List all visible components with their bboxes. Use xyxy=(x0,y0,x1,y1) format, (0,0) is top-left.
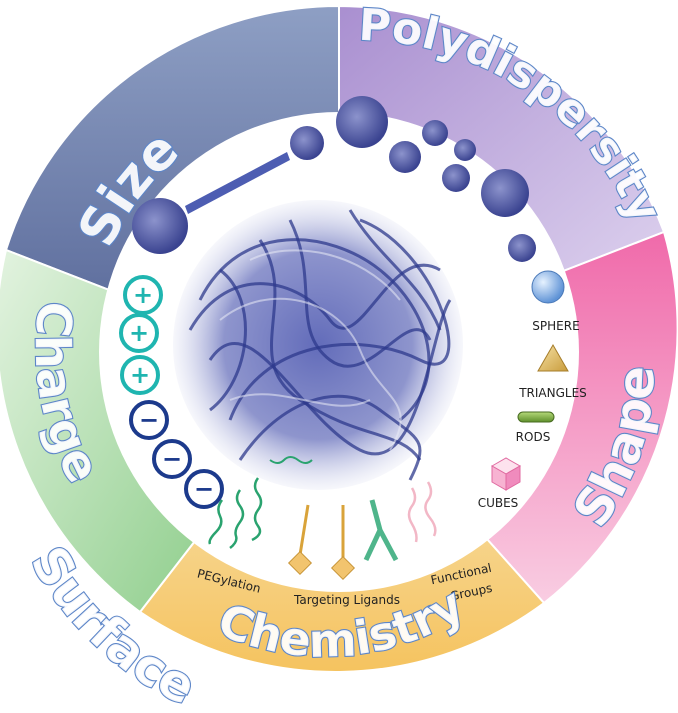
svg-text:+: + xyxy=(129,319,149,347)
sphere-shape xyxy=(531,270,565,304)
sphere-label: SPHERE xyxy=(532,319,579,333)
shape-illustration: SPHERE TRIANGLES RODS CUBES xyxy=(478,270,587,510)
triangles-label: TRIANGLES xyxy=(518,386,587,400)
cubes-label: CUBES xyxy=(478,496,519,510)
size-large-particle xyxy=(132,198,188,254)
poly-particle xyxy=(336,96,388,148)
negative-charge: − xyxy=(184,469,224,509)
negative-charge: − xyxy=(129,400,169,440)
svg-text:−: − xyxy=(194,475,214,503)
triangle-shape xyxy=(537,343,569,372)
rod-shape xyxy=(517,411,555,423)
cube-shape xyxy=(490,457,522,491)
negative-charge: − xyxy=(152,439,192,479)
svg-text:−: − xyxy=(139,406,159,434)
polydispersity-illustration xyxy=(336,96,536,262)
svg-text:+: + xyxy=(133,281,153,309)
size-small-particle xyxy=(290,126,324,160)
svg-text:−: − xyxy=(162,445,182,473)
positive-charge: + xyxy=(123,275,163,315)
central-nanoparticle xyxy=(173,200,463,490)
poly-particle xyxy=(389,141,421,173)
size-wedge xyxy=(185,152,290,214)
size-illustration xyxy=(132,126,324,254)
svg-text:+: + xyxy=(130,361,150,389)
poly-particle xyxy=(481,169,529,217)
positive-charge: + xyxy=(119,313,159,353)
ligands xyxy=(208,456,437,581)
rods-label: RODS xyxy=(516,430,551,444)
poly-particle xyxy=(422,120,448,146)
poly-particle xyxy=(454,139,476,161)
poly-particle xyxy=(508,234,536,262)
charge-illustration: + + + − − − xyxy=(119,275,224,509)
poly-particle xyxy=(442,164,470,192)
positive-charge: + xyxy=(120,355,160,395)
targeting-ligands-label: Targeting Ligands xyxy=(293,593,400,607)
